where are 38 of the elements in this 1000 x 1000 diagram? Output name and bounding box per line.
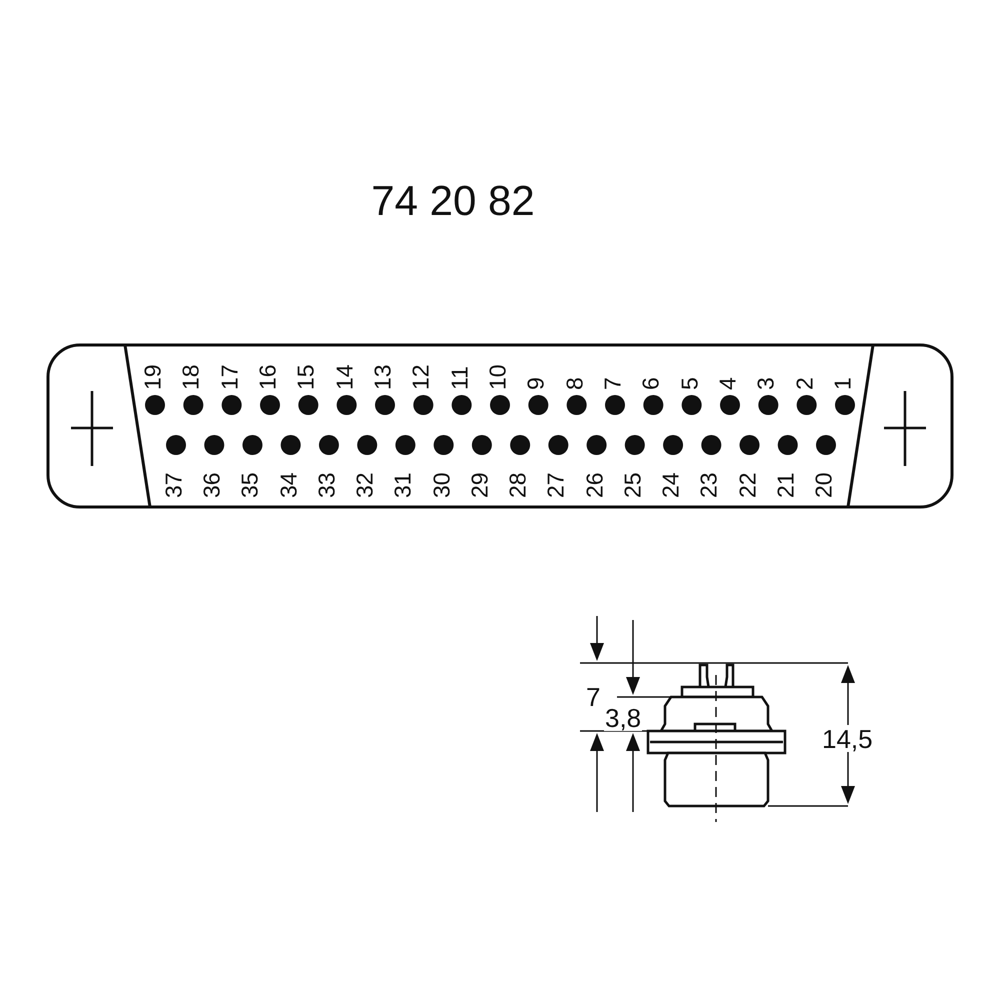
pin-number: 15	[294, 364, 318, 390]
pin-number: 3	[754, 377, 778, 390]
pin-number: 25	[621, 472, 644, 498]
pin-number: 17	[218, 364, 242, 390]
pin-number: 37	[162, 472, 186, 498]
pin-number: 21	[774, 472, 798, 498]
pin-number: 19	[142, 364, 164, 390]
pin-number: 29	[468, 472, 492, 498]
pin-number: 5	[678, 377, 702, 390]
pin-number: 2	[793, 377, 816, 390]
pin-number: 22	[736, 472, 760, 498]
pin-number: 16	[256, 364, 280, 390]
pin-number: 36	[200, 472, 224, 498]
pin-number: 14	[333, 364, 356, 390]
pin-number: 7	[602, 377, 624, 390]
pin-number: 12	[410, 364, 433, 390]
pin-number: 1	[832, 377, 854, 390]
pin-number: 6	[640, 377, 663, 390]
pin-number: 35	[238, 472, 262, 498]
pin-number: 30	[430, 472, 454, 498]
pin-number: 20	[812, 472, 836, 498]
pin-number: 8	[563, 377, 586, 390]
pin-number: 28	[506, 472, 530, 498]
pin-number: 23	[698, 472, 721, 498]
pin-number: 27	[544, 472, 568, 498]
pin-number: 13	[372, 364, 394, 390]
pin-number: 31	[392, 472, 415, 498]
pin-number: 11	[448, 366, 472, 390]
pin-number: 24	[660, 472, 683, 498]
pin-number: 18	[180, 364, 203, 390]
pin-number: 4	[716, 377, 740, 390]
pin-number: 26	[583, 472, 606, 498]
pin-number: 10	[486, 364, 510, 390]
pin-number: 9	[524, 377, 548, 390]
pin-number: 34	[277, 472, 300, 498]
pin-number: 33	[315, 472, 338, 498]
pin-number: 32	[354, 472, 377, 498]
part-number-title: 74 20 82	[371, 180, 535, 222]
